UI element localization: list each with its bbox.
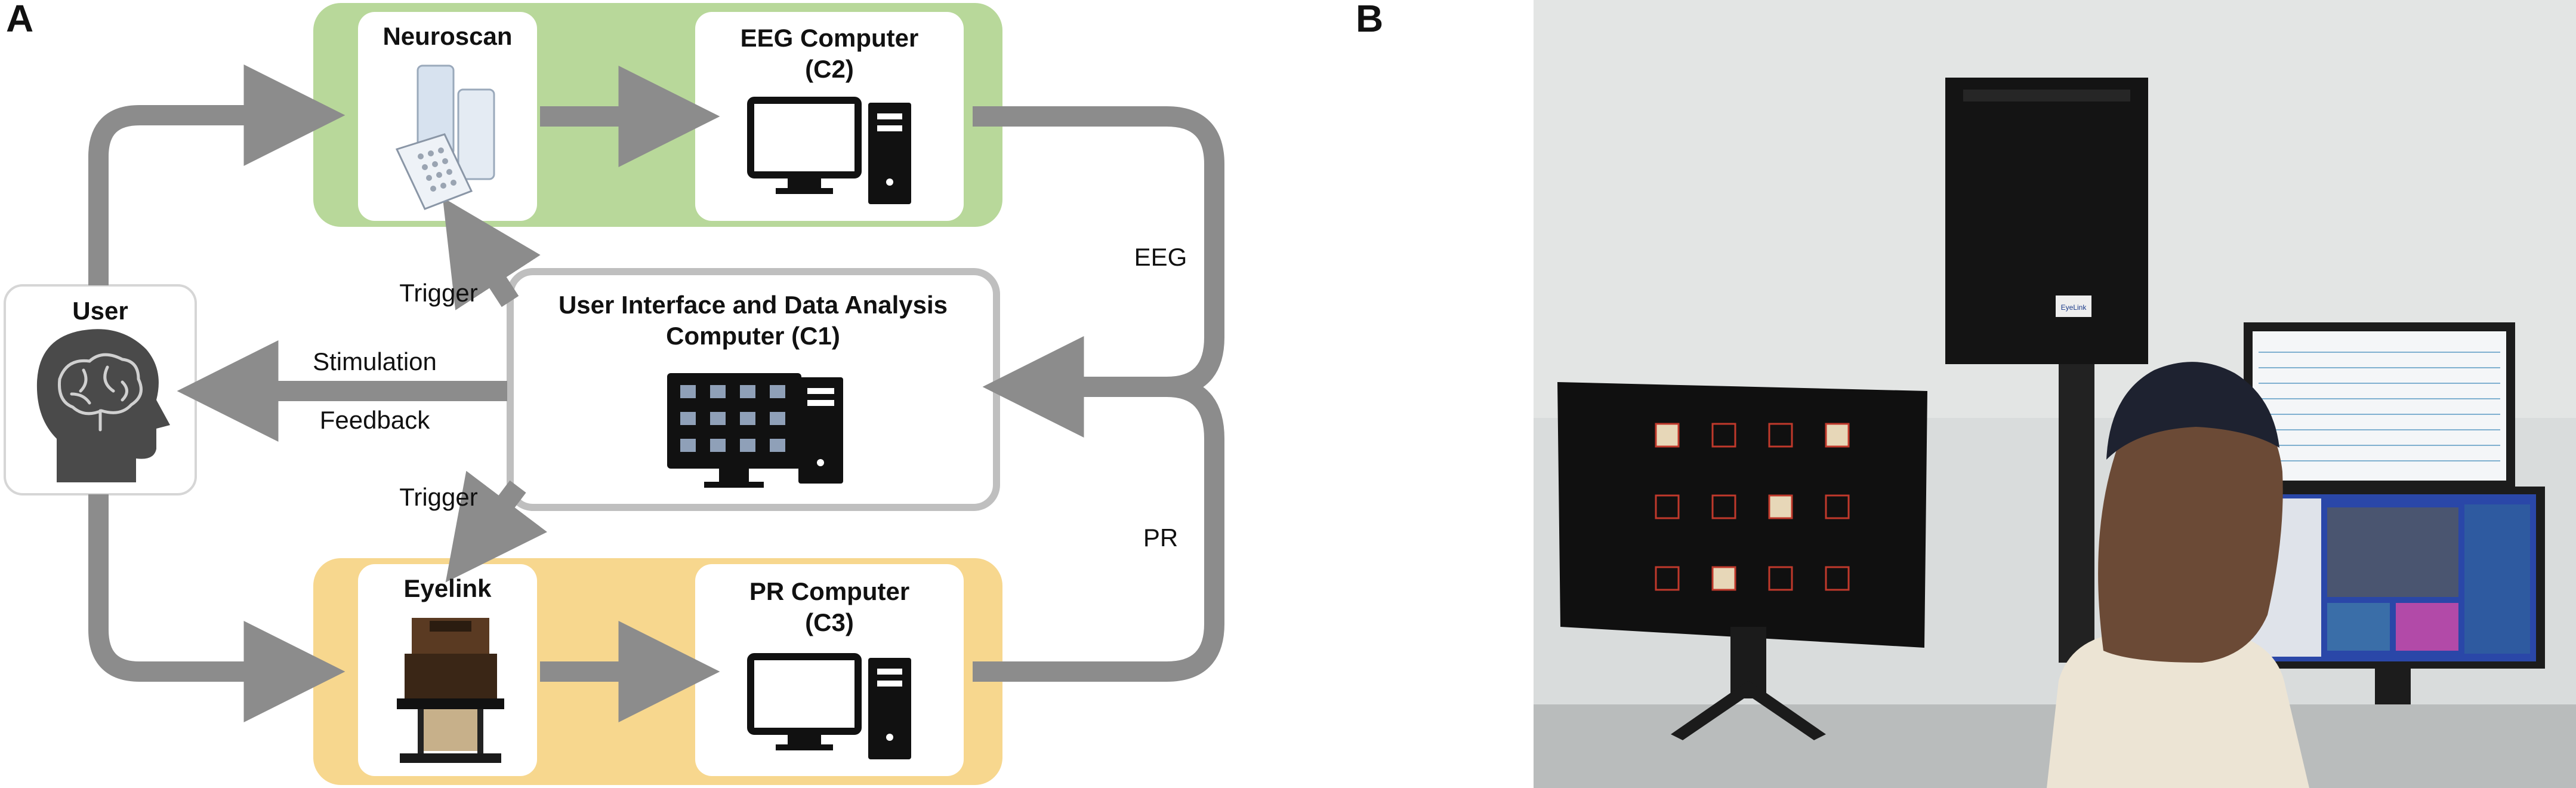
stimulus-target	[1768, 566, 1793, 591]
eeg-monitor	[2244, 322, 2515, 490]
ui-computer-icon	[667, 373, 843, 488]
screen-grid-cell	[770, 439, 785, 452]
stimulus-target	[1711, 494, 1736, 519]
user-to-eyelink-arrow	[88, 494, 345, 722]
panel-label-b: B	[1356, 0, 1384, 40]
user-to-neuroscan-arrow	[88, 64, 345, 285]
stimulus-target	[1768, 423, 1793, 448]
participant	[2047, 362, 2309, 788]
screen-grid-cell	[710, 412, 726, 425]
eyelink-device-icon	[397, 618, 504, 763]
eeg-computer-title-line1: EEG Computer	[741, 24, 919, 52]
feedback-label: Feedback	[320, 406, 430, 434]
screen-grid-cell	[770, 385, 785, 398]
eeg-computer-title-line2: (C2)	[805, 55, 854, 83]
ui-to-eyelink-trigger-arrow	[445, 470, 548, 583]
eyelink-tower	[1945, 78, 2148, 364]
screen-grid-cell	[680, 439, 696, 452]
pr-computer-title-line1: PR Computer	[749, 577, 909, 605]
stimulus-target	[1825, 423, 1850, 448]
stimulus-monitor	[1557, 382, 1927, 740]
system-diagram: Neuroscan EEG Computer (C2) User User In…	[4, 3, 1224, 785]
trigger-bottom-label: Trigger	[399, 483, 477, 511]
screen-grid-cell	[710, 439, 726, 452]
pr-computer-title-line2: (C3)	[805, 608, 854, 636]
trigger-top-label: Trigger	[399, 279, 477, 307]
stimulus-target	[1711, 423, 1736, 448]
eeg-computer-icon	[747, 97, 911, 204]
ui-computer-title-line2: Computer (C1)	[666, 322, 840, 350]
screen-grid-cell	[710, 385, 726, 398]
eyelink-badge	[2056, 296, 2091, 317]
neuroscan-device-icon	[395, 64, 495, 210]
screen-grid-cell	[770, 412, 785, 425]
ui-to-neuroscan-trigger-arrow	[442, 197, 541, 310]
neuroscan-title: Neuroscan	[382, 22, 512, 50]
brain-head-icon	[36, 329, 170, 482]
stimulus-target	[1768, 494, 1793, 519]
stimulation-label: Stimulation	[313, 347, 437, 375]
screen-grid-cell	[680, 385, 696, 398]
stimulus-target	[1655, 566, 1680, 591]
ui-computer-title-line1: User Interface and Data Analysis	[559, 291, 948, 319]
stimulus-target	[1825, 494, 1850, 519]
eeg-label: EEG	[1134, 243, 1187, 271]
screen-grid-cell	[740, 385, 755, 398]
eyelink-badge-text: EyeLink	[2061, 303, 2087, 312]
eyelink-title: Eyelink	[403, 574, 492, 602]
pr-label: PR	[1143, 524, 1178, 552]
stimulus-target	[1825, 566, 1850, 591]
pr-to-ui-arrow	[973, 377, 1224, 682]
panel-label-a: A	[6, 0, 34, 40]
stimulus-target	[1655, 494, 1680, 519]
user-title: User	[72, 297, 128, 325]
screen-grid-cell	[680, 412, 696, 425]
screen-grid-cell	[740, 439, 755, 452]
pr-computer-icon	[747, 653, 911, 759]
experiment-setup-photo: EyeLink	[1534, 0, 2576, 788]
stimulus-target	[1655, 423, 1680, 448]
stimulus-target	[1711, 566, 1736, 591]
screen-grid-cell	[740, 412, 755, 425]
